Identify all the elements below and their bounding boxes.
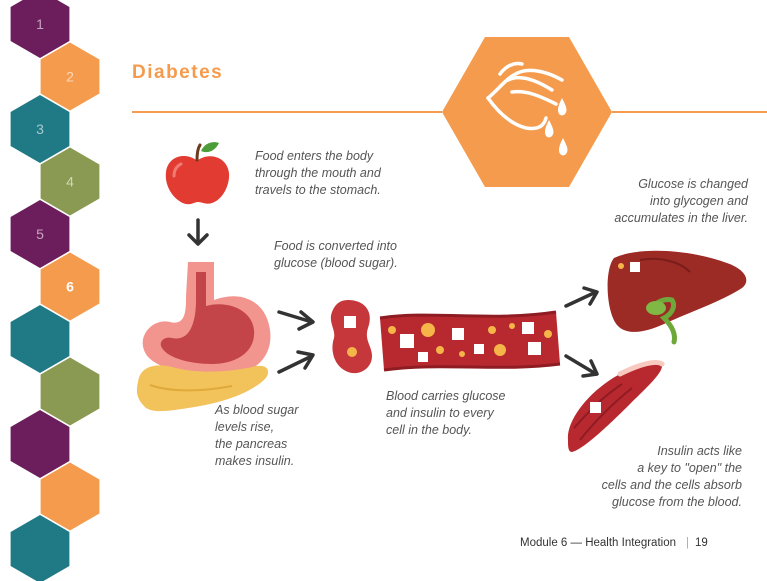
caption-liver: Glucose is changed into glycogen and acc… [578, 176, 748, 227]
caption-food: Food enters the body through the mouth a… [255, 148, 381, 199]
arrow-down-right-icon [566, 356, 597, 376]
apple-icon [166, 142, 229, 204]
hand-blood-drop-icon [442, 37, 612, 187]
stomach-pancreas-icon [137, 262, 271, 411]
arrow-up-right-icon [566, 288, 597, 306]
blood-cell-icon [331, 300, 372, 373]
arrow-down-icon [189, 220, 207, 244]
arrow-right-icon [279, 312, 313, 372]
footer: Module 6 — Health Integration | 19 [520, 537, 708, 549]
caption-blood: Blood carries glucose and insulin to eve… [386, 388, 506, 439]
caption-glucose: Food is converted into glucose (blood su… [274, 238, 398, 272]
footer-module: Module 6 — Health Integration [520, 537, 676, 549]
caption-pancreas: As blood sugar levels rise, the pancreas… [215, 402, 298, 470]
blood-vessel-icon [380, 312, 560, 370]
page-number: 19 [695, 537, 708, 549]
footer-separator: | [686, 537, 689, 549]
caption-insulin: Insulin acts like a key to "open" the ce… [552, 443, 742, 511]
liver-icon [608, 251, 747, 342]
